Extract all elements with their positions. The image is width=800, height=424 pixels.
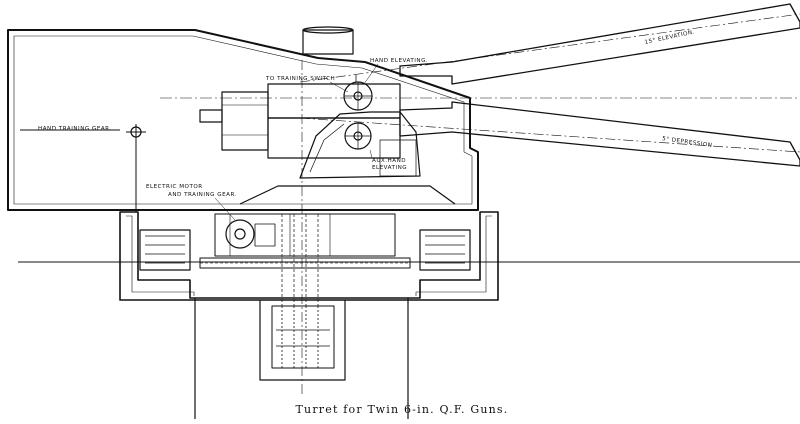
label-to-training-switch: TO TRAINING SWITCH	[265, 76, 335, 82]
cradle-base	[239, 185, 456, 205]
barbette-wall	[119, 211, 499, 301]
sighting-hood	[302, 29, 354, 55]
right-training-rollers	[419, 229, 471, 271]
left-training-rollers	[139, 229, 191, 271]
upper-gun-barrel	[399, 3, 800, 85]
hoist-chains	[281, 214, 319, 306]
gun-mounting	[299, 111, 421, 179]
lower-bore-line	[299, 117, 800, 153]
breech-handle	[199, 109, 223, 123]
lower-gun-barrel	[399, 101, 800, 167]
label-hand-training-gear: HAND TRAINING GEAR.	[38, 126, 112, 132]
ammunition-trunk	[194, 298, 409, 419]
label-electric-motor-2: AND TRAINING GEAR.	[168, 192, 237, 198]
label-hand-elevating: HAND ELEVATING.	[370, 58, 428, 64]
upper-bore-line	[299, 13, 800, 83]
label-aux-hand-1: AUX.HAND	[372, 158, 406, 164]
working-chamber	[214, 213, 396, 257]
sighting-hood-top	[302, 26, 354, 34]
electric-motor	[225, 219, 255, 249]
upper-breech	[267, 83, 401, 119]
label-aux-hand-2: ELEVATING	[372, 165, 407, 171]
figure-caption: Turret for Twin 6-in. Q.F. Guns.	[296, 403, 509, 416]
breech-block	[221, 91, 269, 151]
ammunition-hoist	[271, 305, 335, 369]
gun-house-inner	[13, 35, 473, 205]
label-electric-motor-1: ELECTRIC MOTOR	[146, 184, 203, 190]
hand-training-handwheel	[20, 124, 146, 212]
gun-house-shell	[7, 29, 479, 211]
label-depression: 5° DEPRESSION	[662, 136, 713, 149]
